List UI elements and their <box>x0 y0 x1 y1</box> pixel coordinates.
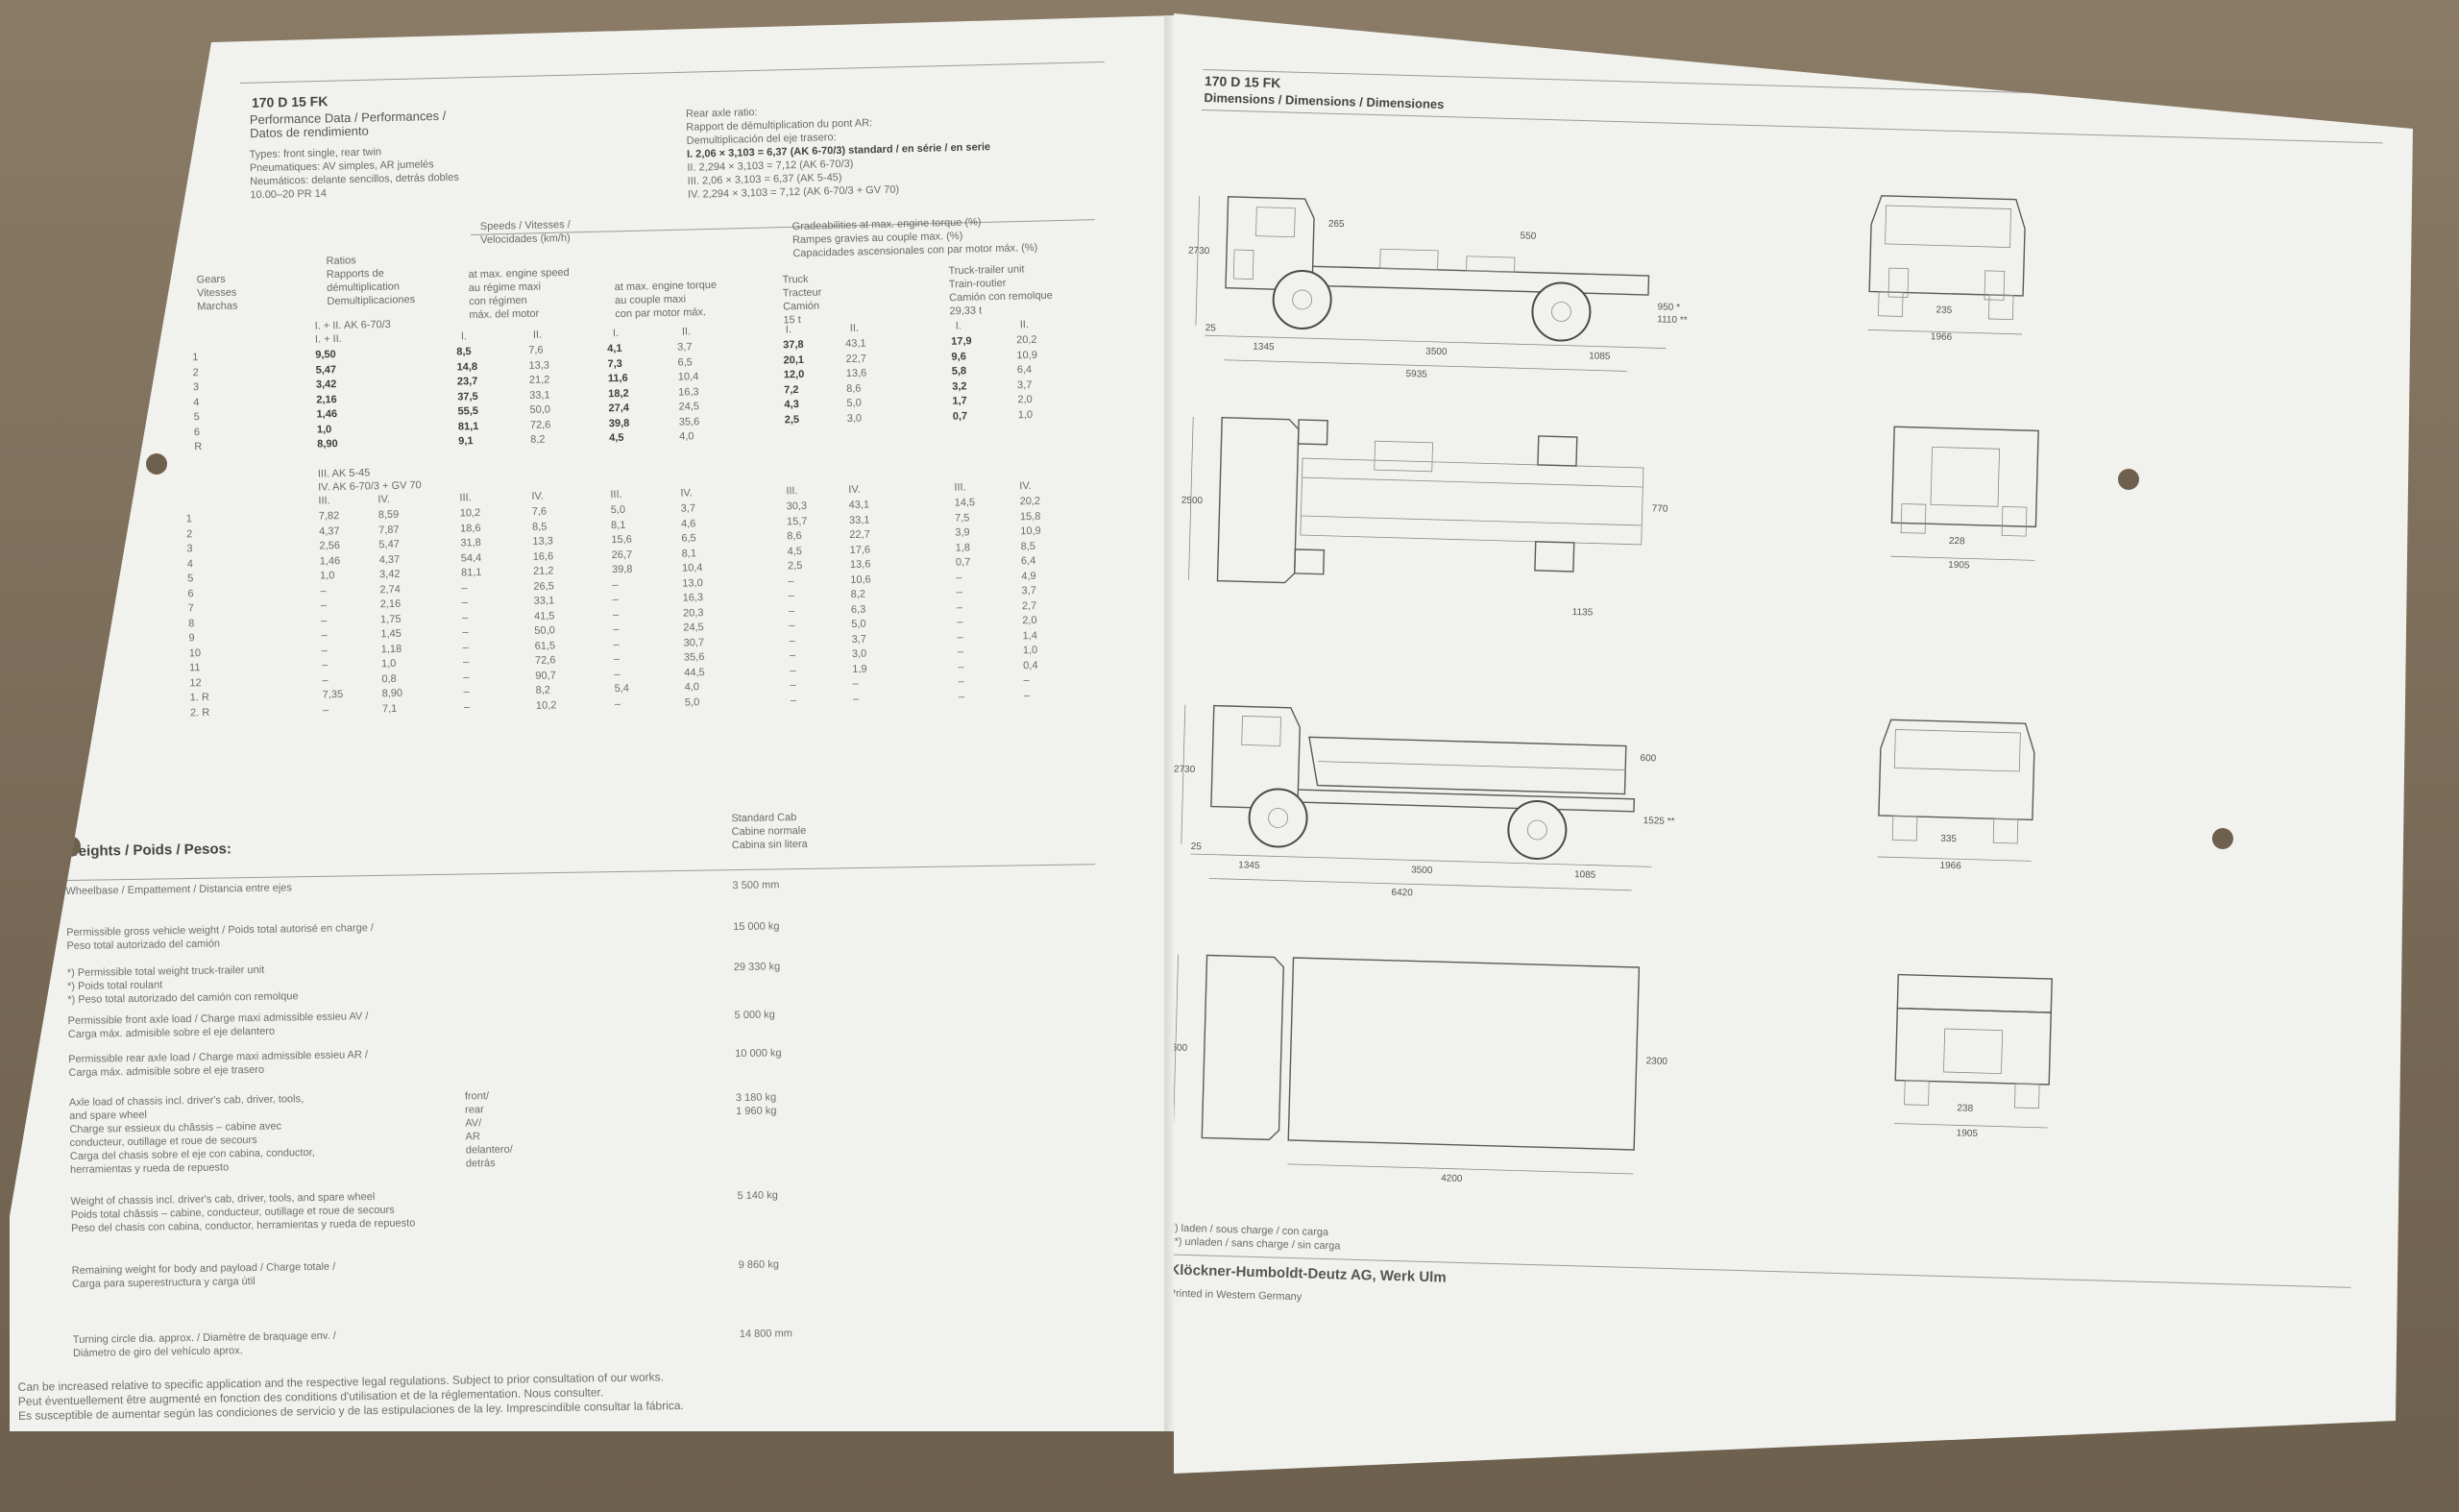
weight-value-line: 3 180 kg <box>735 1091 777 1105</box>
dims-model: 170 D 15 FK <box>1204 73 1281 91</box>
dim-height: 2730 <box>1188 246 1210 257</box>
weight-label: Turning circle dia. approx. / Diamètre d… <box>73 1329 336 1360</box>
cab-front-drawing-2: 335 1966 <box>1877 719 2035 872</box>
weight-value: 9 860 kg <box>738 1258 779 1272</box>
weight-value: 3 500 mm <box>732 879 780 892</box>
dim-platform-rear-width: 1905 <box>1957 1128 1979 1139</box>
dim-platform-length: 4200 <box>1441 1173 1463 1184</box>
dim-platform-track: 238 <box>1957 1103 1973 1113</box>
weights-title: Weights / Poids / Pesos: <box>64 841 232 861</box>
platform-rear-drawing: 238 1905 <box>1893 973 2053 1139</box>
dim-tipper-width: 1966 <box>1939 861 1961 872</box>
dim-frame-height-unladen: 1110 ** <box>1657 314 1688 326</box>
weight-label: Wheelbase / Empattement / Distancia entr… <box>65 881 292 898</box>
dim-frame-width: 770 <box>1652 503 1668 514</box>
dim-wheelbase: 3500 <box>1425 347 1448 358</box>
dims-title: Dimensions / Dimensions / Dimensiones <box>1204 90 1445 112</box>
dim-body-height: 600 <box>1640 753 1656 764</box>
axle-label: front/ <box>464 1090 490 1103</box>
punch-hole <box>2212 828 2233 849</box>
dim-track: 235 <box>1936 305 1952 315</box>
weight-label: Permissible front axle load / Charge max… <box>68 1010 369 1041</box>
weight-value: 10 000 kg <box>735 1047 782 1061</box>
axle-label: rear <box>465 1104 484 1116</box>
weight-label-line: Diámetro de giro del vehículo aprox. <box>72 1345 243 1359</box>
dim-width: 1966 <box>1931 331 1953 343</box>
weight-label: Permissible rear axle load / Charge maxi… <box>68 1048 368 1080</box>
dim-tipper-height: 2730 <box>1174 764 1196 775</box>
axle-label: delantero/ <box>465 1143 513 1157</box>
weight-label: *) Permissible total weight truck-traile… <box>67 963 299 1007</box>
weight-label-line: Carga para superestructura y carga útil <box>71 1275 256 1290</box>
dim-overhang: 25 <box>1205 323 1217 333</box>
weight-value: 29 330 kg <box>733 961 781 974</box>
dims-sub-rule <box>1202 109 2383 144</box>
weight-label: Permissible gross vehicle weight / Poids… <box>66 921 374 953</box>
weights-rule <box>48 864 1096 882</box>
tipper-side-drawing: 2730 600 1525 ** 25 1345 3500 1085 6420 <box>1174 704 1675 899</box>
axle-label: detrás <box>465 1158 496 1170</box>
dim-front: 1345 <box>1253 342 1275 354</box>
dim-tipper-wheelbase: 3500 <box>1411 865 1433 876</box>
weight-label: Remaining weight for body and payload / … <box>72 1260 336 1291</box>
dim-cab: 265 <box>1328 219 1345 230</box>
platform-top-drawing: 2500 2300 4200 <box>1166 954 1668 1184</box>
maker-name: Klöckner-Humboldt-Deutz AG, Werk Ulm <box>1169 1261 1447 1286</box>
dim-tipper-front: 1345 <box>1238 860 1260 871</box>
dim-length: 5935 <box>1405 369 1427 380</box>
dim-overall-width: 2500 <box>1181 496 1204 507</box>
punch-hole <box>2118 469 2139 490</box>
weight-value: 14 800 mm <box>739 1328 792 1341</box>
dimensions-content: 170 D 15 FK Dimensions / Dimensions / Di… <box>1166 13 2413 1474</box>
dim-loading-height: 1525 ** <box>1643 816 1675 827</box>
weight-label-line: Wheelbase / Empattement / Distancia entr… <box>65 882 292 898</box>
weight-value: 5 140 kg <box>737 1189 778 1203</box>
dim-rear: 1085 <box>1589 351 1611 362</box>
axle-label: AR <box>465 1131 480 1143</box>
weight-label: Axle load of chassis incl. driver's cab,… <box>69 1092 315 1177</box>
printed-note: Printed in Western Germany <box>1168 1287 1303 1304</box>
weight-value: 15 000 kg <box>733 920 780 934</box>
weight-value-line: 1 960 kg <box>736 1105 777 1118</box>
footer-note: Can be increased relative to specific ap… <box>17 1370 684 1423</box>
dim-platform-width: 2300 <box>1646 1056 1668 1067</box>
dim-rear-width: 1905 <box>1948 560 1970 572</box>
chassis-top-drawing: 2500 770 1135 <box>1181 416 1668 619</box>
dim-frame-gap: 550 <box>1520 231 1536 241</box>
weight-label: Weight of chassis incl. driver's cab, dr… <box>70 1189 415 1235</box>
chassis-rear-drawing: 228 1905 <box>1890 426 2039 572</box>
dim-tipper-rear: 1085 <box>1574 869 1596 881</box>
dim-frame-height-laden: 950 * <box>1657 302 1680 313</box>
axle-label: AV/ <box>465 1117 482 1130</box>
punch-hole <box>146 453 167 475</box>
performance-page: 170 D 15 FK Performance Data / Performan… <box>10 15 1177 1431</box>
dimensions-page: 170 D 15 FK Dimensions / Dimensions / Di… <box>1174 13 2413 1474</box>
dim-tipper-track: 335 <box>1940 834 1957 844</box>
dim-rear-track: 228 <box>1949 536 1965 547</box>
weight-label-line: herramientas y rueda de repuesto <box>69 1161 230 1176</box>
dim-rear-overhang: 1135 <box>1572 607 1594 619</box>
dim-tipper-overhang: 25 <box>1191 841 1203 852</box>
weight-label-line: *) Peso total autorizado del camión con … <box>67 990 299 1007</box>
dim-platform-overall-width: 2500 <box>1166 1042 1188 1054</box>
weight-value: 5 000 kg <box>734 1009 775 1022</box>
dim-tipper-length: 6420 <box>1391 888 1413 899</box>
cab-front-drawing-1: 235 1966 <box>1868 195 2026 343</box>
chassis-side-drawing: 2730 265 550 25 1345 3500 1085 5935 950 … <box>1188 195 1688 380</box>
